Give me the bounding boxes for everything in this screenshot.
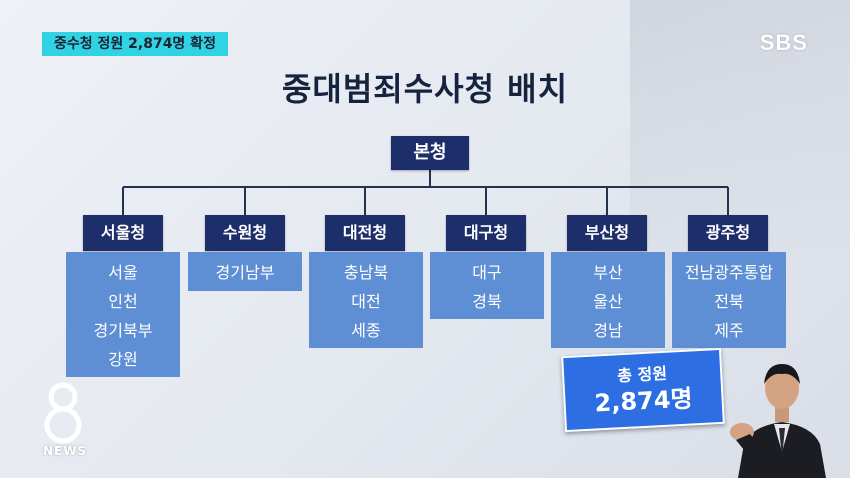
- region-item: 경기북부: [93, 321, 153, 340]
- region-item: 강원: [108, 350, 138, 369]
- diagram-title: 중대범죄수사청 배치: [281, 70, 569, 108]
- region-box-gwangju: 전남광주통합 전북 제주: [672, 252, 786, 348]
- total-headcount-badge: 총 정원 2,874명: [561, 347, 725, 433]
- region-box-seoul: 서울 인천 경기북부 강원: [66, 252, 180, 377]
- region-item: 충남북: [343, 263, 389, 282]
- region-item: 제주: [714, 321, 744, 340]
- region-item: 대구: [472, 263, 502, 282]
- office-label-daegu: 대구청: [446, 215, 526, 251]
- sign-language-interpreter-icon: [730, 364, 826, 478]
- region-box-daejeon: 충남북 대전 세종: [309, 252, 423, 348]
- region-item: 부산: [593, 263, 623, 282]
- region-box-daegu: 대구 경북: [430, 252, 544, 319]
- region-item: 대전: [351, 292, 381, 311]
- office-label-seoul: 서울청: [83, 215, 163, 251]
- office-label-daejeon: 대전청: [325, 215, 405, 251]
- region-item: 울산: [593, 292, 623, 311]
- region-item: 세종: [351, 321, 381, 340]
- broadcaster-logo: SBS: [759, 30, 808, 55]
- office-label-busan: 부산청: [567, 215, 647, 251]
- region-item: 인천: [108, 292, 138, 311]
- region-item: 경북: [472, 292, 502, 311]
- region-item: 전남광주통합: [684, 263, 774, 282]
- region-box-busan: 부산 울산 경남: [551, 252, 665, 348]
- region-item: 경기남부: [215, 263, 275, 282]
- news-caption: 중수청 정원 2,874명 확정: [42, 32, 228, 56]
- eight-news-logo-icon: [44, 382, 82, 444]
- logo-text: NEWS: [43, 444, 88, 458]
- office-label-suwon: 수원청: [205, 215, 285, 251]
- region-box-suwon: 경기남부: [188, 252, 302, 291]
- total-value: 2,874명: [593, 384, 694, 418]
- region-item: 경남: [593, 321, 623, 340]
- headquarters-box: 본청: [391, 136, 469, 170]
- region-item: 전북: [714, 292, 744, 311]
- region-item: 서울: [108, 263, 138, 282]
- office-label-gwangju: 광주청: [688, 215, 768, 251]
- total-label: 총 정원: [616, 363, 668, 386]
